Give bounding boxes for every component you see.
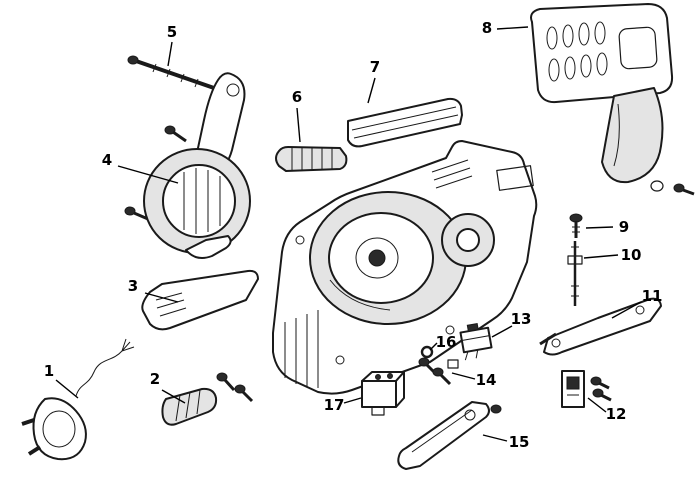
part-6-ribbed-bar-drawing [275, 146, 348, 172]
part-4-hand-guard-drawing [143, 72, 251, 259]
part-label-7: 7 [370, 58, 380, 76]
part-label-10: 10 [621, 246, 642, 264]
part-label-2: 2 [150, 370, 160, 388]
part-1-power-cord-plug-drawing [21, 338, 135, 461]
part-15-lower-trim-drawing [397, 401, 502, 470]
part-9-short-screw-drawing [569, 213, 583, 238]
part-label-14: 14 [476, 371, 497, 389]
leader-9 [585, 226, 614, 229]
leader-11 [611, 301, 642, 319]
part-label-8: 8 [482, 19, 492, 37]
part-12-brush-block-drawing [561, 370, 612, 408]
part-5-long-screw-drawing [127, 55, 215, 90]
part-label-9: 9 [619, 218, 629, 236]
part-label-13: 13 [511, 310, 532, 328]
part-label-5: 5 [167, 23, 177, 41]
part-16-ring-clip-drawing [420, 345, 434, 359]
leader-17 [343, 397, 362, 404]
part-14-screw-set-drawing [418, 357, 459, 386]
part-label-4: 4 [102, 151, 112, 169]
part-2-cord-grommet-drawing [161, 372, 254, 426]
leader-6 [296, 107, 301, 143]
small-screws-left-drawing [124, 125, 187, 221]
part-7-top-rail-drawing [347, 97, 463, 148]
part-11-bar-bracket-drawing [539, 297, 662, 356]
part-label-6: 6 [292, 88, 302, 106]
part-label-11: 11 [642, 287, 663, 305]
leader-10 [583, 254, 619, 259]
leader-2 [161, 389, 186, 404]
part-17-capacitor-box-drawing [361, 371, 405, 416]
leader-16 [429, 342, 438, 351]
leader-5 [167, 41, 173, 67]
part-label-15: 15 [509, 433, 530, 451]
leader-7 [367, 77, 376, 104]
leader-15 [482, 434, 508, 442]
leader-14 [451, 372, 476, 380]
part-3-front-cover-drawing [141, 269, 259, 331]
part-labels: 1 2 3 4 5 6 7 8 9 10 11 12 13 14 15 16 1… [44, 19, 663, 451]
part-label-3: 3 [128, 277, 138, 295]
part-8-rear-cover-plate-drawing [530, 3, 695, 196]
leader-4 [117, 165, 179, 184]
leader-1 [55, 379, 79, 399]
part-label-17: 17 [324, 396, 345, 414]
leader-3 [144, 292, 179, 303]
part-label-16: 16 [436, 333, 457, 351]
leader-12 [587, 397, 607, 413]
leader-lines [55, 26, 642, 442]
leader-8 [496, 26, 529, 30]
part-label-1: 1 [44, 362, 54, 380]
part-13-switch-drawing [459, 322, 493, 361]
part-label-12: 12 [606, 405, 627, 423]
leader-13 [491, 325, 513, 338]
part-10-tension-rod-drawing [567, 241, 583, 306]
main-housing-drawing [272, 140, 538, 395]
